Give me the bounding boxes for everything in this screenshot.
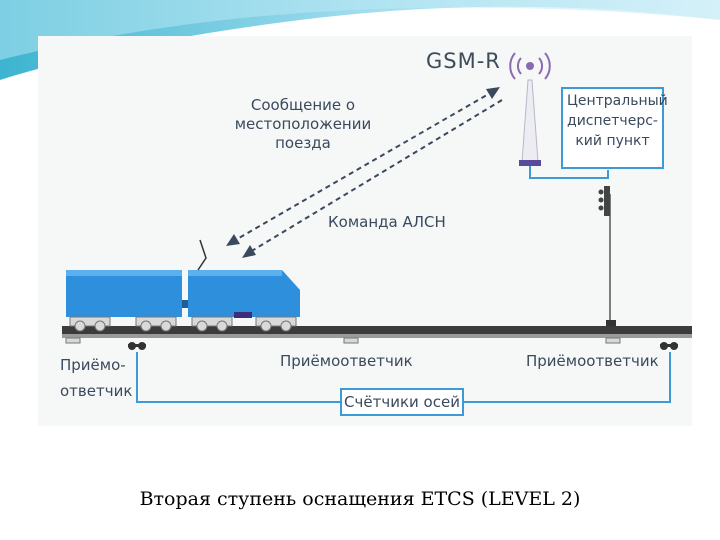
signal-icon	[598, 186, 616, 326]
train-car-right	[188, 270, 300, 317]
train-antenna-box	[234, 312, 252, 318]
location-message-label: Сообщение о местоположении поезда	[228, 96, 378, 153]
balise-mid	[343, 337, 359, 344]
axle-counters-label: Счётчики осей	[344, 393, 460, 411]
axle-counter-left-icon	[128, 342, 146, 350]
message-arrowhead-tail	[226, 234, 240, 246]
alsn-command-label: Команда АЛСН	[328, 213, 446, 231]
top-wave-highlight	[0, 0, 720, 60]
message-arrowhead	[486, 87, 500, 99]
transponder-mid-label: Приёмоответчик	[280, 352, 413, 370]
slide-caption: Вторая ступень оснащения ETCS (LEVEL 2)	[139, 488, 581, 510]
rail-track	[62, 326, 692, 334]
location-message-text: Сообщение о местоположении поезда	[234, 96, 372, 152]
command-arrow	[249, 99, 503, 253]
train-coupler	[182, 300, 188, 308]
gsm-r-label: GSM-R	[426, 49, 501, 73]
tower-dispatcher-link	[529, 166, 609, 179]
pantograph	[197, 239, 207, 271]
command-arrowhead	[242, 245, 256, 258]
balise-right	[605, 337, 621, 344]
dispatcher-label: Центральный диспетчерс- кий пункт	[567, 93, 668, 149]
track-sleepers	[62, 334, 692, 338]
dispatcher-box: Центральный диспетчерс- кий пункт	[561, 87, 668, 169]
axle-counters-box: Счётчики осей	[340, 388, 464, 416]
balise-left	[65, 337, 81, 344]
train	[66, 239, 300, 332]
train-car-left	[66, 270, 182, 317]
transponder-left-label: Приёмо- ответчик	[60, 356, 133, 400]
axle-counter-right-icon	[660, 342, 678, 350]
gsm-tower-icon	[509, 52, 551, 166]
axle-counter-wiring	[136, 352, 671, 403]
transponder-right-label: Приёмоответчик	[526, 352, 659, 370]
train-wheels	[69, 316, 297, 332]
